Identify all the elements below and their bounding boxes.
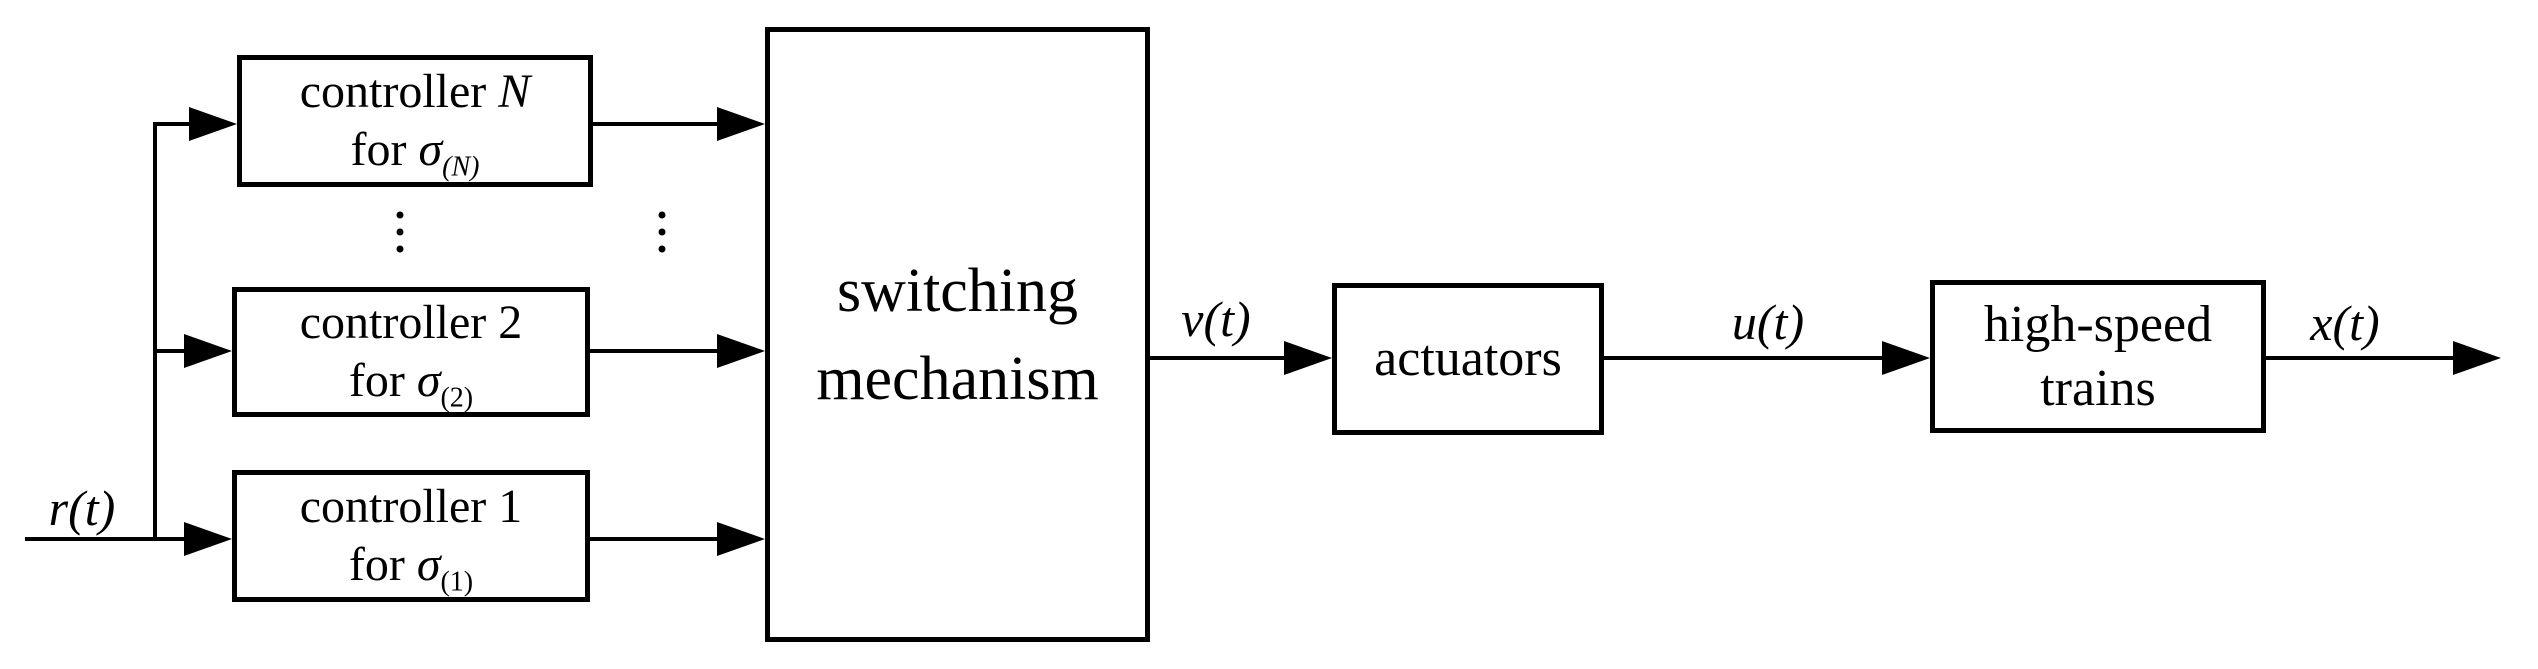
ellipsis-dot	[658, 211, 666, 219]
arrowhead-switch-to-actuators	[1284, 341, 1332, 375]
controller-1-output-line	[590, 537, 719, 541]
arrowhead-to-controller-2	[184, 334, 232, 368]
switching-mechanism-line1: switching	[836, 256, 1079, 325]
branch-line-to-controller-n	[153, 122, 191, 126]
actuators-block: actuators	[1332, 283, 1604, 435]
controller-n-index: N	[498, 65, 531, 118]
switching-mechanism-line2: mechanism	[816, 344, 1099, 413]
controller-1-title-text: controller	[299, 480, 487, 533]
arrowhead-actuators-to-trains	[1882, 341, 1930, 375]
ellipsis-dot	[658, 245, 666, 253]
controller-2-for-text: for	[348, 354, 405, 407]
ellipsis-dot	[396, 211, 404, 219]
input-branch-line	[153, 122, 157, 541]
controller-2-sigma-subscript: (2)	[440, 382, 474, 414]
controller-n-block: controller N for σ(N)	[237, 55, 593, 187]
controller-2-title: controller 2	[300, 294, 523, 352]
ellipsis-dot	[396, 228, 404, 236]
controller-1-block: controller 1 for σ(1)	[232, 470, 590, 602]
switching-output-label: v(t)	[1181, 291, 1251, 347]
trains-output-label: x(t)	[2310, 295, 2380, 351]
controller-1-subtitle: for σ(1)	[348, 536, 473, 596]
high-speed-trains-line2: trains	[2040, 359, 2156, 417]
vertical-ellipsis-icon	[658, 207, 666, 258]
controller-n-for-text: for	[350, 123, 407, 176]
controller-n-sigma-subscript: (N)	[442, 151, 480, 183]
actuators-output-label: u(t)	[1731, 294, 1805, 350]
input-signal-label: r(t)	[48, 480, 116, 536]
controller-1-sigma-symbol: σ	[416, 538, 441, 591]
actuators-label: actuators	[1374, 330, 1562, 387]
controller-1-sigma-subscript: (1)	[440, 566, 474, 598]
high-speed-trains-block: high-speed trains	[1930, 280, 2266, 433]
switching-mechanism-block: switching mechanism	[765, 27, 1150, 642]
arrowhead-input-to-controller-1	[184, 522, 232, 556]
controller-n-title-text: controller	[299, 65, 487, 118]
vertical-ellipsis-icon	[396, 207, 404, 258]
controller-2-block: controller 2 for σ(2)	[232, 287, 590, 417]
high-speed-trains-line1: high-speed	[1983, 295, 2213, 353]
controller-1-title: controller 1	[300, 478, 523, 536]
controller-2-subtitle: for σ(2)	[348, 352, 473, 412]
trains-output-line	[2266, 356, 2455, 360]
ellipsis-dot	[396, 245, 404, 253]
controller-2-title-text: controller	[299, 296, 487, 349]
controller-2-index: 2	[498, 296, 523, 349]
controller-n-output-line	[593, 122, 719, 126]
controller-n-sigma-symbol: σ	[418, 123, 443, 176]
arrowhead-controller-n-to-switch	[717, 107, 765, 141]
controller-1-for-text: for	[348, 538, 405, 591]
actuators-to-trains-line	[1604, 356, 1884, 360]
controller-2-sigma-symbol: σ	[416, 354, 441, 407]
switch-to-actuators-line	[1150, 356, 1286, 360]
branch-line-to-controller-2	[153, 349, 186, 353]
arrowhead-to-controller-n	[189, 107, 237, 141]
input-line	[25, 537, 186, 541]
controller-2-output-line	[590, 349, 719, 353]
controller-n-title: controller N	[300, 63, 531, 121]
arrowhead-trains-output	[2453, 341, 2501, 375]
controller-n-subtitle: for σ(N)	[350, 121, 480, 181]
ellipsis-dot	[658, 228, 666, 236]
arrowhead-controller-2-to-switch	[717, 334, 765, 368]
controller-1-index: 1	[498, 480, 523, 533]
arrowhead-controller-1-to-switch	[717, 522, 765, 556]
